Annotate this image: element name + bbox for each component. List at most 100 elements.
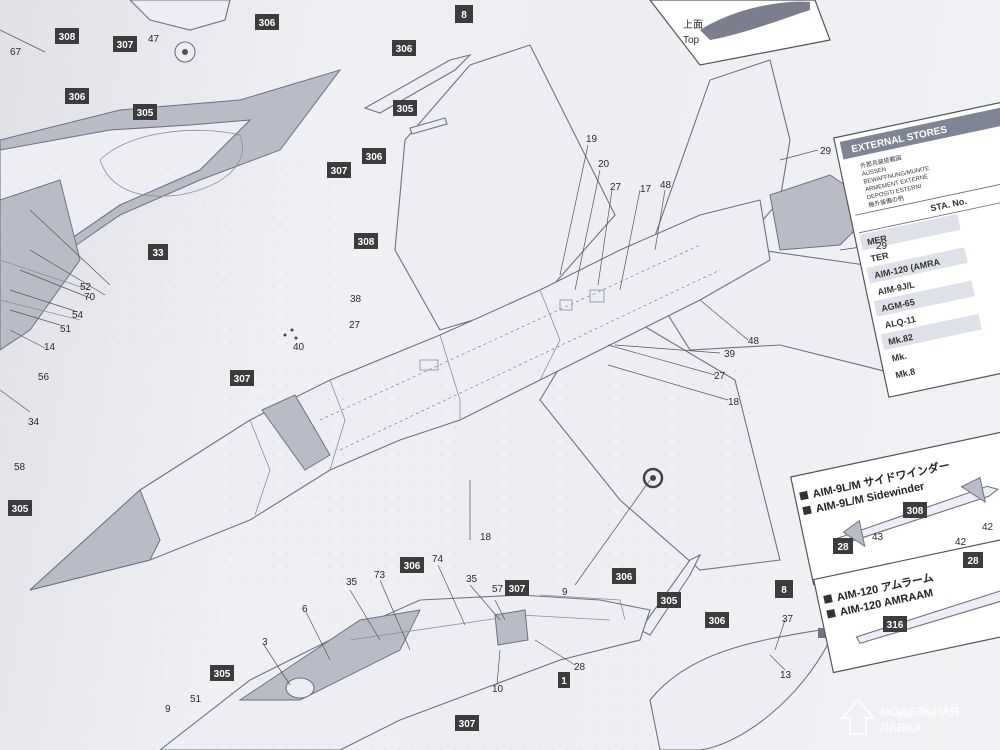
part-num-13: 13 xyxy=(780,670,792,681)
svg-text:307: 307 xyxy=(509,584,526,595)
tag-33: 33 xyxy=(148,244,168,260)
part-num-28: 28 xyxy=(574,662,586,673)
part-num-56: 56 xyxy=(38,372,50,383)
part-num-20: 20 xyxy=(598,159,610,170)
tag-305-lower: 305 xyxy=(210,665,234,681)
stores-row-0: MER xyxy=(866,233,888,247)
svg-text:8: 8 xyxy=(781,585,787,596)
part-num-17: 17 xyxy=(640,184,652,195)
svg-text:305: 305 xyxy=(137,108,154,119)
part-num-39: 39 xyxy=(724,349,736,360)
tag-307-lower: 307 xyxy=(455,715,479,731)
part-num-38: 38 xyxy=(350,294,362,305)
top-view-en-label: Top xyxy=(683,35,700,46)
part-num-6: 6 xyxy=(302,604,308,615)
svg-text:305: 305 xyxy=(214,669,231,680)
tag-307-top: 307 xyxy=(113,36,137,52)
part-num-48-right: 48 xyxy=(748,336,760,347)
part-number-labels: 67 52 70 54 51 14 56 34 58 19 20 27 17 4… xyxy=(10,34,994,715)
tag-306-left: 306 xyxy=(65,88,89,104)
stores-row-8: Mk.8 xyxy=(894,366,916,380)
part-num-54: 54 xyxy=(72,310,84,321)
part-num-40: 40 xyxy=(293,342,305,353)
part-num-47: 47 xyxy=(148,34,160,45)
svg-text:33: 33 xyxy=(152,248,164,259)
stores-row-1: TER xyxy=(870,250,890,264)
part-num-18-right: 18 xyxy=(728,397,740,408)
part-num-27-left: 27 xyxy=(349,320,361,331)
part-num-3: 3 xyxy=(262,637,268,648)
tag-305-right: 305 xyxy=(657,592,681,608)
part-num-70: 70 xyxy=(84,292,96,303)
svg-text:1: 1 xyxy=(561,676,567,687)
lower-fuselage-side-view xyxy=(159,594,660,750)
tag-306-right: 306 xyxy=(612,568,636,584)
part-num-34: 34 xyxy=(28,417,40,428)
watermark-line1: МОДЕЛЬНАЯ xyxy=(880,705,959,719)
svg-text:308: 308 xyxy=(907,506,924,517)
tag-306-lowerright: 306 xyxy=(705,612,729,628)
top-view-jp-label: 上面 xyxy=(683,19,703,31)
tag-1: 1 xyxy=(558,672,570,688)
svg-text:306: 306 xyxy=(404,561,421,572)
tag-308-mid: 308 xyxy=(354,233,378,249)
tag-306-bottomcenter: 306 xyxy=(400,557,424,573)
drop-tank-outline xyxy=(649,629,831,750)
part-num-58: 58 xyxy=(14,462,26,473)
part-num-51: 51 xyxy=(60,324,72,335)
tag-306-topcenter: 306 xyxy=(255,14,279,30)
part-num-29-mid: 29 xyxy=(876,241,888,252)
part-num-51-lower: 51 xyxy=(190,694,202,705)
part-num-42-a: 42 xyxy=(955,537,967,548)
left-airframe-top-view xyxy=(0,0,342,351)
part-num-74: 74 xyxy=(432,554,444,565)
svg-text:308: 308 xyxy=(59,32,76,43)
tag-28-missile-a: 28 xyxy=(833,538,853,554)
watermark-line2: ЛАВКА xyxy=(880,721,922,735)
top-view-inset: 上面 Top xyxy=(649,0,831,66)
stores-row-7: Mk. xyxy=(891,351,908,364)
part-num-35-left: 35 xyxy=(346,577,358,588)
part-num-57: 57 xyxy=(492,584,504,595)
external-stores-panel: EXTERNAL STORES 外部兵装搭載図 AUSSEN BEWAFFNUN… xyxy=(833,97,1000,398)
part-num-29-top: 29 xyxy=(820,146,832,157)
amraam-panel: AIM-120 アムラーム AIM-120 AMRAAM xyxy=(812,537,1000,674)
part-num-10: 10 xyxy=(492,684,504,695)
svg-text:316: 316 xyxy=(887,620,904,631)
svg-text:306: 306 xyxy=(709,616,726,627)
svg-text:307: 307 xyxy=(117,40,134,51)
part-num-73: 73 xyxy=(374,570,386,581)
part-num-27-right: 27 xyxy=(714,371,726,382)
tag-306-mid: 306 xyxy=(362,148,386,164)
svg-text:306: 306 xyxy=(366,152,383,163)
part-num-52-left: 52 xyxy=(80,282,92,293)
tag-307-bottomcenter: 307 xyxy=(505,580,529,596)
part-num-48-top: 48 xyxy=(660,180,672,191)
tag-8-top: 8 xyxy=(455,5,473,23)
svg-text:306: 306 xyxy=(259,18,276,29)
upper-store-outline xyxy=(363,53,472,114)
part-num-19: 19 xyxy=(586,134,598,145)
svg-text:308: 308 xyxy=(358,237,375,248)
part-num-27-top: 27 xyxy=(610,182,622,193)
tag-308-topleft: 308 xyxy=(55,28,79,44)
part-num-42-b: 42 xyxy=(982,522,994,533)
part-num-9-center: 9 xyxy=(562,587,568,598)
tag-28-missile-b: 28 xyxy=(963,552,983,568)
svg-text:8: 8 xyxy=(461,10,467,21)
svg-text:307: 307 xyxy=(234,374,251,385)
svg-text:305: 305 xyxy=(397,104,414,115)
main-aircraft-underside xyxy=(29,44,911,591)
tag-306-top: 306 xyxy=(392,40,416,56)
tag-307-left: 307 xyxy=(327,162,351,178)
watermark-logo: МОДЕЛЬНАЯ ЛАВКА xyxy=(839,698,959,735)
part-num-37: 37 xyxy=(782,614,794,625)
svg-text:306: 306 xyxy=(69,92,86,103)
svg-text:28: 28 xyxy=(837,542,849,553)
part-num-18-center: 18 xyxy=(480,532,492,543)
svg-text:305: 305 xyxy=(661,596,678,607)
part-num-67: 67 xyxy=(10,47,22,58)
svg-text:28: 28 xyxy=(967,556,979,567)
